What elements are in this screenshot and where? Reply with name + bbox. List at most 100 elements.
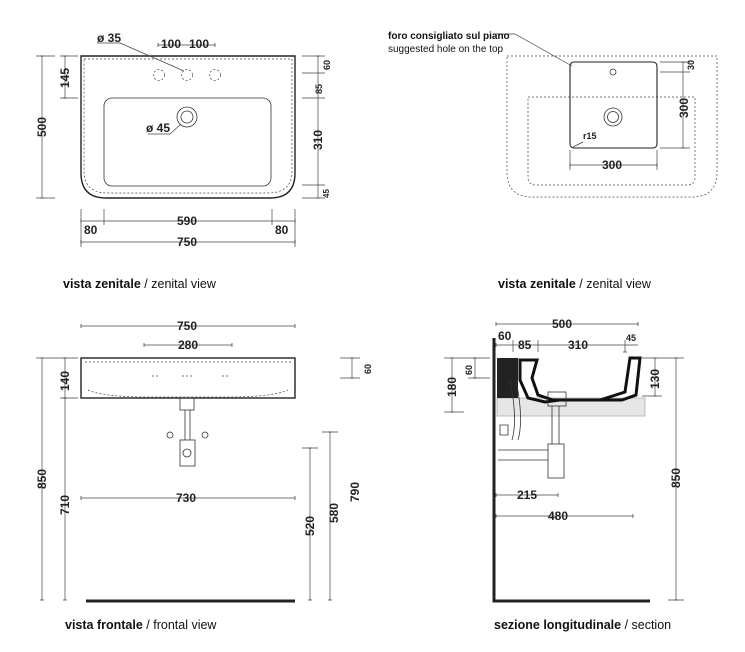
dim-label: 710 [58,495,72,515]
countertop-slab [496,397,646,417]
wall-bracket [497,358,518,398]
drain-icon [603,107,623,127]
drain-inner-ring [180,110,194,124]
extension-lines [340,357,360,379]
drain-inner-ring [607,111,619,123]
siphon-trap [179,439,196,467]
longitudinal-section: 500 60 85 310 45 180 60 130 850 215 480 [444,317,684,603]
dim-label: 140 [58,371,72,391]
dim-label: 310 [311,130,325,150]
drain-pipe [184,410,191,440]
drain-icon [176,106,198,128]
caption-bold: vista zenitale [498,277,576,291]
spacing-label: 100 [161,37,181,51]
radius-label: r15 [583,131,597,141]
siphon-outlet [182,448,192,458]
leader-line [572,141,584,148]
tap-hole [153,69,165,81]
height-label: 850 [669,468,683,488]
dim-label: 180 [445,377,459,397]
basin-hidden-lines [85,361,291,398]
width-label: 750 [177,235,197,249]
dim-label: 45 [322,189,331,198]
extension-lines [660,61,690,149]
basin-front [80,357,296,399]
drain-fitting [179,397,195,411]
depth-label: 500 [35,117,49,137]
caption-frontal-view: vista frontale / frontal view [65,618,216,632]
extension-lines [569,150,658,170]
hole-diameter-label: ø 35 [97,31,121,45]
waste-pipe [498,449,548,461]
dim-label: 215 [517,488,537,502]
extension-lines [302,55,325,199]
zenital-view-basin: ø 35 100 100 ø 45 500 145 60 85 310 45 5… [35,31,332,249]
bowl-outline [103,97,272,187]
extension-lines [36,55,78,199]
dimension-line [496,340,638,352]
caption-section: sezione longitudinale / section [494,618,671,632]
dim-label: 520 [303,516,317,536]
dim-label: 80 [84,223,98,237]
countertop-hole-view: 30 300 300 r15 [496,33,718,198]
drain-pipe [551,406,560,444]
dim-label: 80 [275,223,289,237]
extension-lines [80,209,296,247]
extension-lines [444,357,490,413]
caption-rest: / frontal view [142,618,217,632]
dim-label: 300 [677,98,691,118]
extension-lines [302,431,338,449]
wall-and-floor [492,338,650,603]
caption-bold: vista frontale [65,618,143,632]
dim-label: 790 [348,482,362,502]
dim-label: 60 [322,60,332,70]
dim-label: 480 [548,509,568,523]
basin-section [518,356,642,404]
height-label: 850 [35,469,49,489]
tap-span-label: 280 [178,338,198,352]
leader-line [148,123,182,135]
tap-hole [609,68,617,76]
valve-icon [201,431,209,439]
dim-label: 130 [648,369,662,389]
dim-label: 60 [464,365,474,375]
spacing-label: 100 [189,37,209,51]
caption-rest: / zenital view [575,277,651,291]
caption-bold: sezione longitudinale [494,618,622,632]
hole-offset-label: 145 [58,68,72,88]
dim-label: 300 [602,158,622,172]
drain-fitting [547,391,567,407]
caption-zenital-view: vista zenitale / zenital view [63,277,216,291]
bowl-outline-hidden [527,96,696,186]
inner-width-label: 590 [177,214,197,228]
dim-label: 580 [327,503,341,523]
width-label: 750 [177,319,197,333]
valve-icon [166,431,174,439]
depth-label: 500 [552,317,572,331]
drain-diameter-label: ø 45 [146,121,170,135]
leader-line [496,33,573,67]
siphon-trap [547,443,565,479]
caption-bold: vista zenitale [63,277,141,291]
hole-note-italian: foro consigliato sul piano [388,31,510,42]
valve-icon [499,424,509,436]
leader-line [97,42,185,72]
dim-label: 45 [626,333,636,343]
caption-rest: / section [621,618,672,632]
dim-label: 85 [314,84,324,94]
tap-hole [181,69,193,81]
tap-hole [209,69,221,81]
caption-zenital-view-hole: vista zenitale / zenital view [498,277,651,291]
dim-label: 730 [176,491,196,505]
basin-inner-edge [83,58,293,194]
hole-note-english: suggested hole on the top [388,44,504,55]
frontal-view: 750 280 140 850 710 730 60 790 580 520 [35,319,373,603]
supply-hoses [509,379,521,441]
dim-label: 30 [686,60,696,70]
dim-label: 60 [498,329,512,343]
caption-rest: / zenital view [140,277,216,291]
extension-lines [642,357,684,601]
basin-outline-hidden [506,55,718,198]
dim-label: 85 [518,338,532,352]
